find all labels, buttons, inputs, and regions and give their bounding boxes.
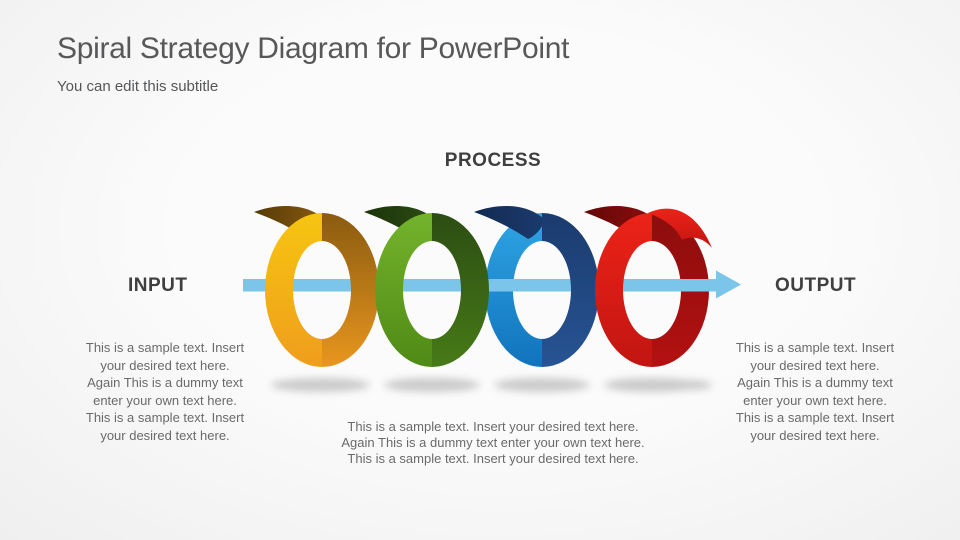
text-line: This is a sample text. Insert — [735, 410, 895, 425]
text-line: This is a sample text. Insert — [85, 340, 245, 355]
text-line: your desired text here. — [750, 357, 880, 373]
text-line: Again This is a dummy text — [737, 375, 893, 390]
text-line: your desired text here. — [100, 427, 230, 443]
text-line: your desired text here. — [100, 357, 230, 373]
ring-gold — [254, 206, 379, 367]
right-text-block: This is a sample text. Insert your desir… — [705, 339, 925, 444]
text-line: enter your own text here. — [743, 392, 887, 408]
text-line: Again This is a dummy text enter your ow… — [341, 435, 645, 450]
ring-red — [584, 206, 712, 367]
text-line: enter your own text here. — [93, 392, 237, 408]
output-label: OUTPUT — [775, 275, 857, 296]
coil-shadow — [271, 378, 712, 392]
left-text-block: This is a sample text. Insert your desir… — [55, 339, 275, 444]
text-line: This is a sample text. Insert — [735, 340, 895, 355]
text-line: This is a sample text. Insert your desir… — [347, 419, 639, 434]
slide-title: Spiral Strategy Diagram for PowerPoint — [57, 32, 570, 65]
slide-subtitle: You can edit this subtitle — [57, 78, 219, 95]
ring-blue — [474, 206, 599, 367]
process-label: PROCESS — [444, 150, 542, 171]
text-line: This is a sample text. Insert your desir… — [347, 451, 639, 466]
input-label: INPUT — [128, 275, 188, 296]
ring-blue — [485, 213, 542, 367]
text-line: Again This is a dummy text — [87, 375, 243, 390]
ring-green — [364, 206, 489, 367]
bottom-text-block: This is a sample text. Insert your desir… — [293, 419, 693, 467]
text-line: your desired text here. — [750, 427, 880, 443]
ring-red — [652, 213, 709, 367]
text-line: This is a sample text. Insert — [85, 410, 245, 425]
